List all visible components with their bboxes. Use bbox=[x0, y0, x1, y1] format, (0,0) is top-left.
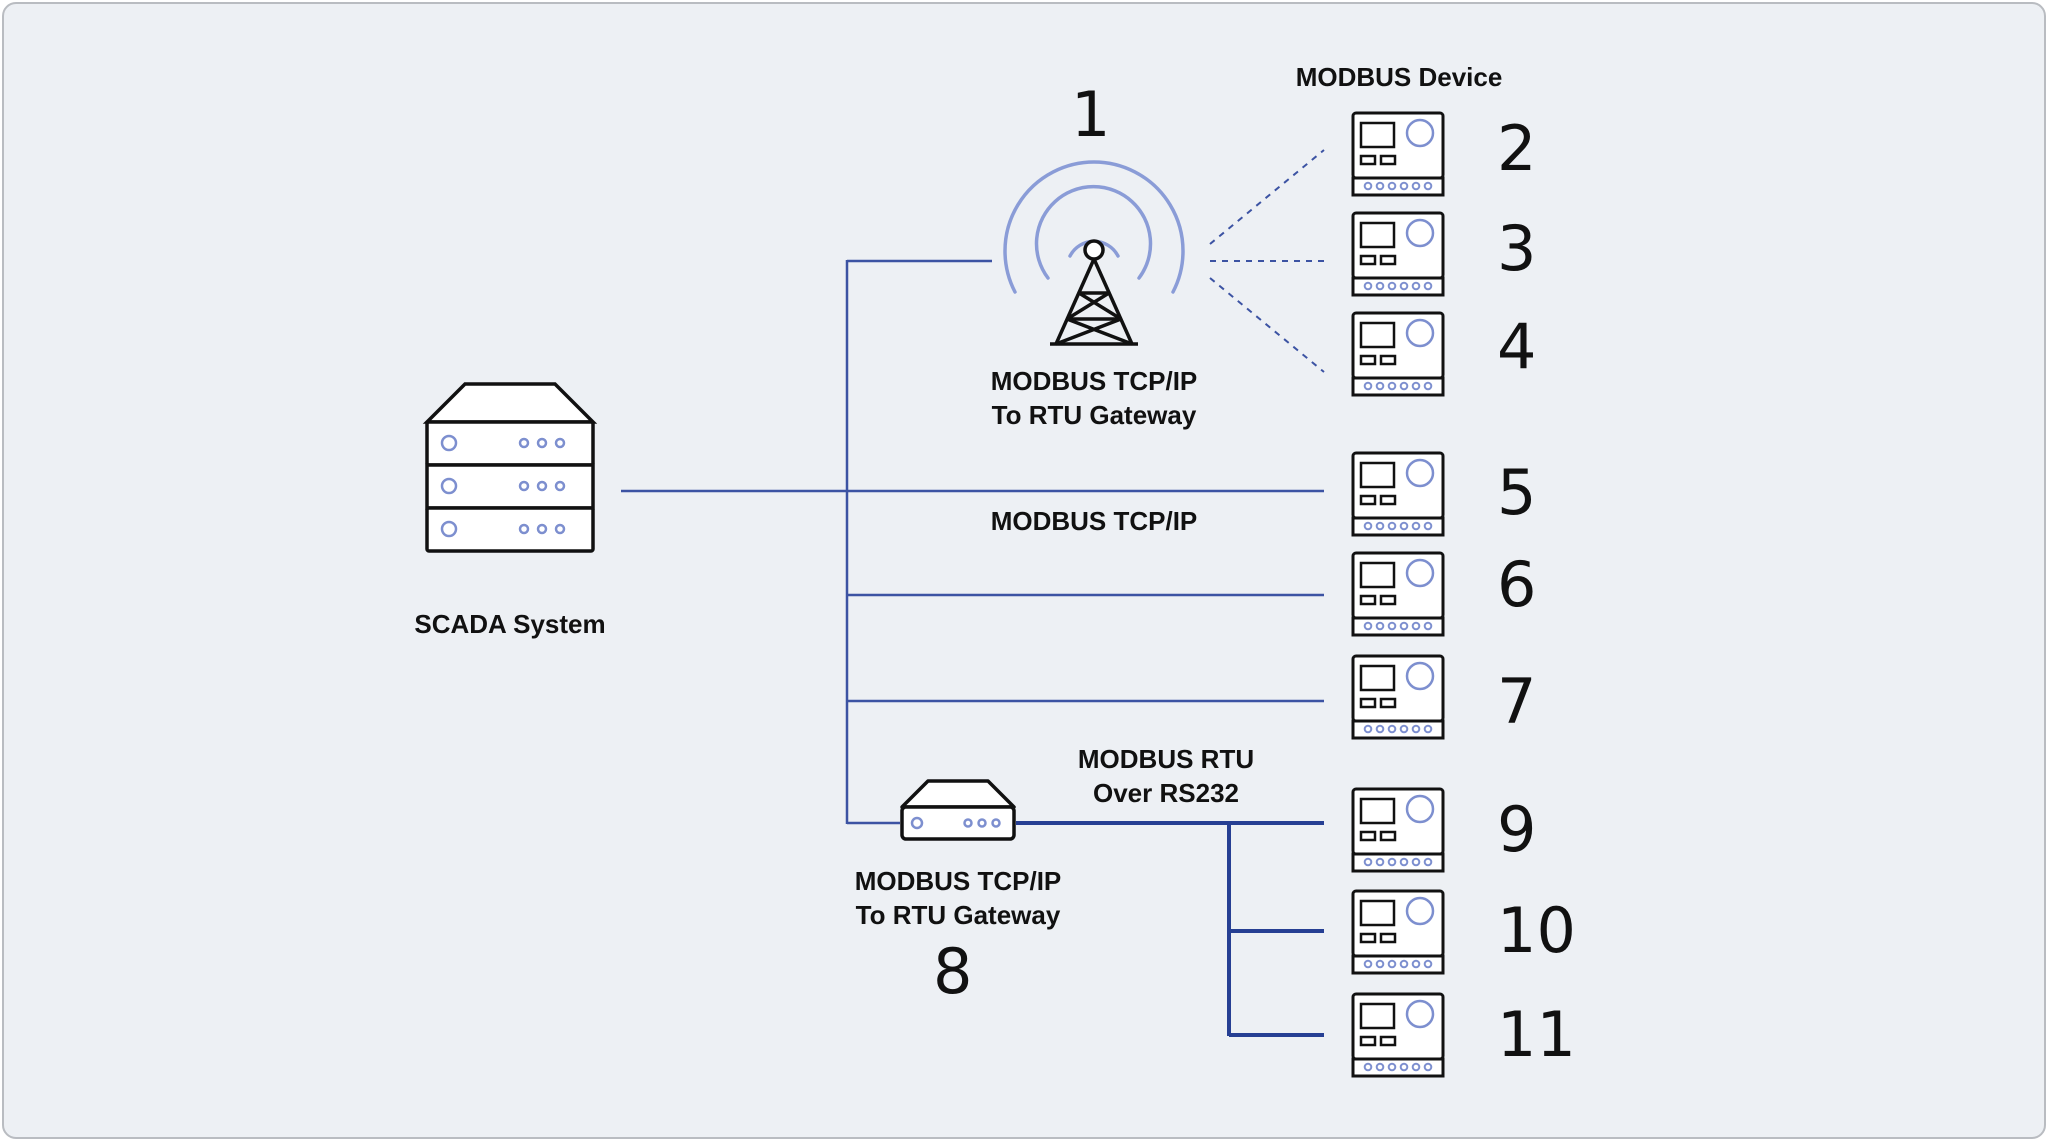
tcp-ip-label: MODBUS TCP/IP bbox=[990, 506, 1198, 536]
gateway1-label: MODBUS TCP/IP To RTU Gateway bbox=[944, 364, 1244, 432]
rtu-link-label-line2: Over RS232 bbox=[1093, 778, 1239, 808]
device-number: 7 bbox=[1497, 665, 1537, 738]
modbus-device-icon bbox=[1351, 311, 1445, 397]
modbus-device-icon bbox=[1351, 451, 1445, 537]
device-number: 4 bbox=[1497, 310, 1537, 383]
gateway8-label-line2: To RTU Gateway bbox=[855, 900, 1061, 930]
rtu-links bbox=[1016, 821, 1324, 1037]
device-number: 6 bbox=[1497, 548, 1537, 621]
modbus-devices bbox=[1351, 111, 1445, 1078]
gateway8-label: MODBUS TCP/IP To RTU Gateway bbox=[808, 864, 1108, 932]
radio-tower-icon bbox=[1003, 160, 1185, 346]
wireless-links bbox=[1209, 149, 1330, 373]
modbus-device-icon bbox=[1351, 551, 1445, 637]
device-number: 3 bbox=[1497, 212, 1537, 285]
modbus-device-heading: MODBUS Device bbox=[1295, 62, 1503, 92]
gateway8-number: 8 bbox=[933, 935, 973, 1008]
modbus-device-icon bbox=[1351, 787, 1445, 873]
serial-gateway-icon bbox=[900, 779, 1016, 841]
scada-label: SCADA System bbox=[414, 609, 606, 639]
rtu-link-label-line1: MODBUS RTU bbox=[1077, 744, 1255, 774]
server-rack-icon bbox=[422, 382, 598, 553]
modbus-device-icon bbox=[1351, 111, 1445, 197]
network-diagram bbox=[422, 111, 1445, 1078]
gateway1-label-line2: To RTU Gateway bbox=[991, 400, 1197, 430]
device-number: 10 bbox=[1497, 894, 1576, 967]
device-number: 9 bbox=[1497, 793, 1537, 866]
tcp-ip-links bbox=[621, 259, 1324, 825]
device-number: 2 bbox=[1497, 112, 1537, 185]
modbus-device-icon bbox=[1351, 992, 1445, 1078]
device-number: 5 bbox=[1497, 456, 1537, 529]
rtu-link-label: MODBUS RTU Over RS232 bbox=[1016, 742, 1316, 810]
gateway1-number: 1 bbox=[1071, 78, 1111, 151]
gateway1-label-line1: MODBUS TCP/IP bbox=[990, 366, 1198, 396]
modbus-device-icon bbox=[1351, 211, 1445, 297]
modbus-device-icon bbox=[1351, 654, 1445, 740]
gateway8-label-line1: MODBUS TCP/IP bbox=[854, 866, 1062, 896]
device-number: 11 bbox=[1497, 998, 1576, 1071]
modbus-device-icon bbox=[1351, 889, 1445, 975]
